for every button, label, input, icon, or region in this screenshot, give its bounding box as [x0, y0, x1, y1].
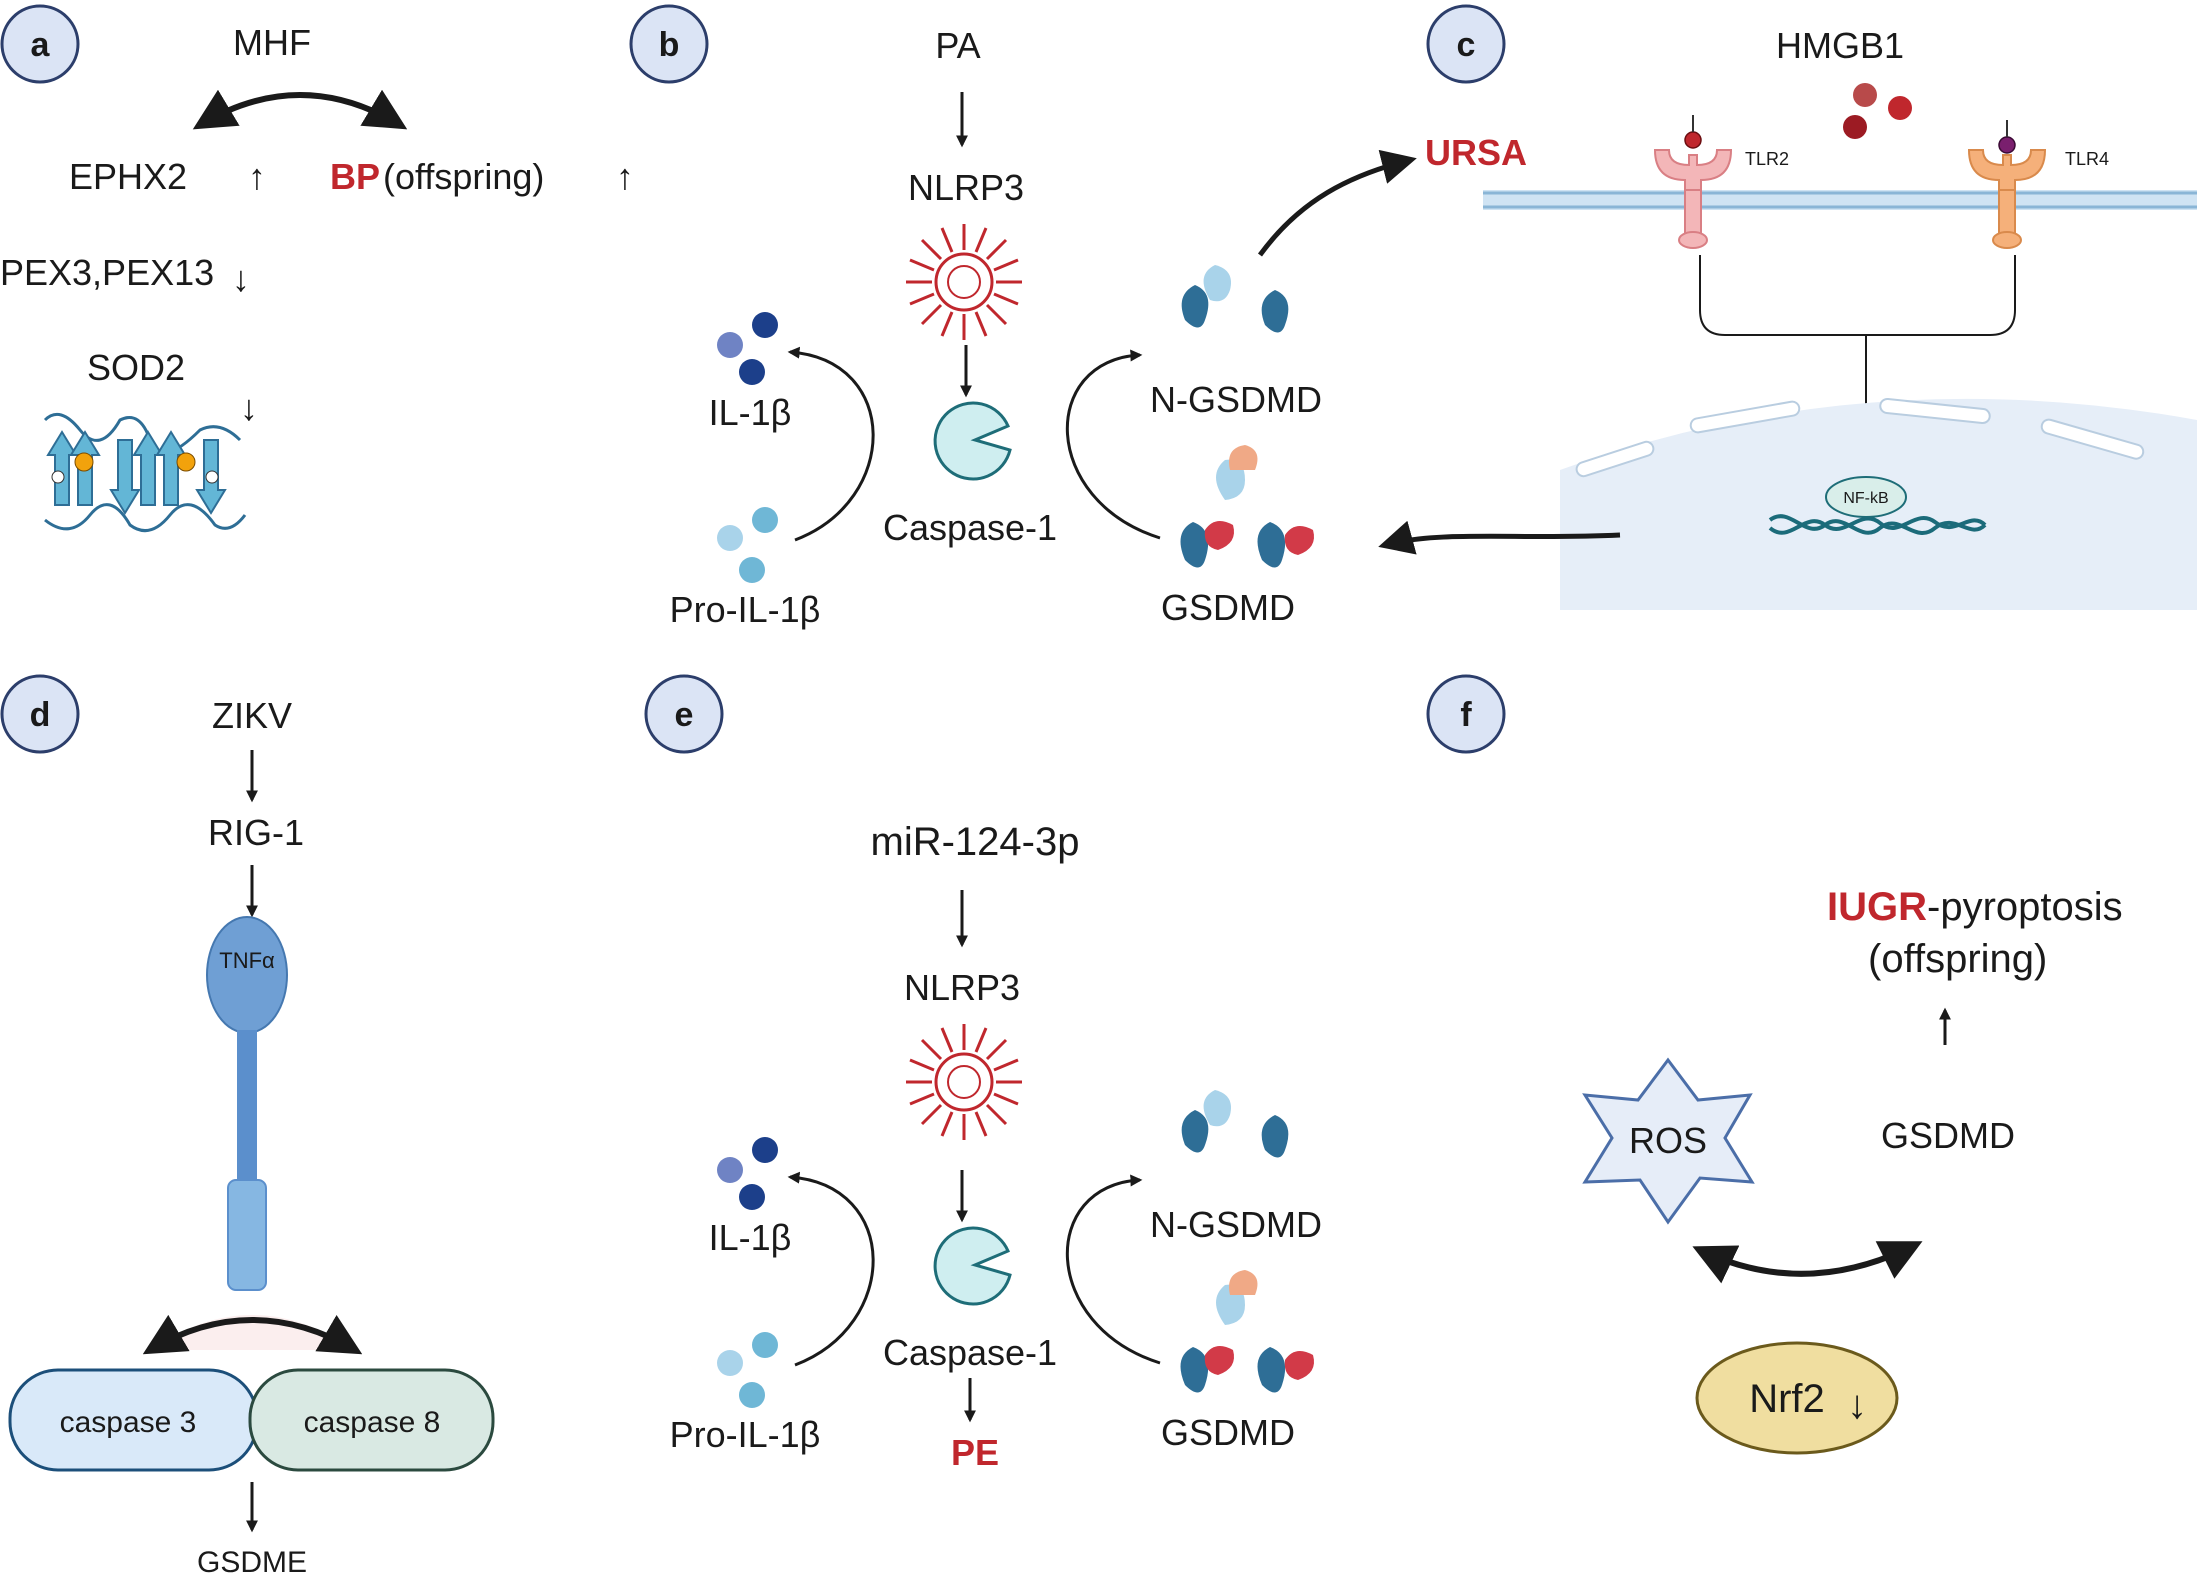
tnfa-label: TNFα — [219, 948, 275, 973]
bp-offspring-label: (offspring) — [383, 156, 544, 197]
f-gsdmd-label: GSDMD — [1881, 1115, 2015, 1156]
svg-text:a: a — [31, 26, 51, 64]
caspase1-label: Caspase-1 — [883, 507, 1057, 548]
svg-text:f: f — [1460, 696, 1472, 734]
mir-label: miR-124-3p — [871, 820, 1080, 864]
caspase3-node: caspase 3 — [8, 1368, 259, 1472]
bp-label: BP — [330, 156, 380, 197]
svg-text:e: e — [675, 696, 694, 734]
ephx2-label: EPHX2 — [69, 156, 187, 197]
panel-e: miR-124-3p NLRP3 Caspase-1 PE — [670, 820, 1322, 1473]
nlrp3-label: NLRP3 — [908, 167, 1024, 208]
e-gsdmd-label: GSDMD — [1161, 1412, 1295, 1453]
caspase3-label: caspase 3 — [60, 1406, 197, 1439]
gsdmd-icon — [1180, 445, 1314, 568]
pyroptosis-label: -pyroptosis — [1927, 885, 2123, 929]
e-gsdmd-icon — [1180, 1270, 1314, 1393]
tlr2-receptor-icon — [1653, 115, 1733, 249]
caspase-bidirectional-arrow — [142, 1314, 363, 1355]
hmgb1-molecules-icon — [1843, 83, 1912, 139]
e-caspase1-label: Caspase-1 — [883, 1332, 1057, 1373]
nfkb-to-gsdmd-arrow — [1378, 520, 1621, 555]
dna-helix-icon — [1768, 514, 1987, 535]
e-pro-il1b-to-il1b-arrow — [787, 1171, 875, 1367]
pe-label: PE — [951, 1432, 999, 1473]
tlr4-label: TLR4 — [2065, 149, 2109, 169]
ursa-label: URSA — [1425, 132, 1527, 173]
pro-il1b-to-il1b-arrow — [787, 346, 875, 542]
e-nlrp3-label: NLRP3 — [904, 967, 1020, 1008]
gsdmd-label: GSDMD — [1161, 587, 1295, 628]
tnfa-receptor-icon: TNFα — [206, 916, 288, 1291]
caspase8-node: caspase 8 — [248, 1368, 495, 1472]
ros-label: ROS — [1629, 1120, 1707, 1161]
il1b-molecule-icon — [717, 312, 778, 385]
cell-membrane — [1483, 190, 2197, 210]
nfkb-icon: NF-kB — [1825, 476, 1907, 518]
pro-il1b-label: Pro-IL-1β — [670, 589, 821, 630]
n-gsdmd-icon — [1181, 265, 1289, 333]
ros-gsdmd-bidirectional-arrow — [1692, 1241, 1923, 1284]
ephx2-up-arrow: ↑ — [248, 156, 266, 197]
e-n-gsdmd-icon — [1181, 1090, 1289, 1158]
f-offspring-label: (offspring) — [1868, 937, 2047, 981]
svg-text:c: c — [1457, 26, 1476, 64]
gsdme-label: GSDME — [197, 1546, 307, 1574]
panel-label-f: f — [1426, 674, 1506, 754]
n-gsdmd-to-ursa-arrow — [1257, 149, 1417, 257]
panel-c: HMGB1 TLR2 TLR4 — [1378, 25, 2197, 610]
mhf-label: MHF — [233, 22, 311, 63]
hmgb1-label: HMGB1 — [1776, 25, 1904, 66]
e-caspase1-icon — [933, 1226, 1012, 1306]
nrf2-label: Nrf2 — [1749, 1377, 1825, 1421]
n-gsdmd-label: N-GSDMD — [1150, 379, 1322, 420]
ros-star-icon: ROS — [1582, 1057, 1755, 1225]
panel-label-a: a — [0, 4, 80, 84]
panel-label-e: e — [644, 674, 724, 754]
panel-label-b: b — [629, 4, 709, 84]
zikv-label: ZIKV — [212, 695, 292, 736]
pex-label: PEX3,PEX13 — [0, 252, 214, 293]
iugr-pyroptosis-label: IUGR-pyroptosis — [1827, 885, 2123, 929]
panel-b: PA NLRP3 Caspase-1 — [670, 25, 1527, 630]
iugr-label: IUGR — [1827, 885, 1927, 929]
panel-f: IUGR-pyroptosis (offspring) GSDMD ROS Nr… — [1582, 885, 2123, 1455]
panel-label-d: d — [0, 674, 80, 754]
rig1-label: RIG-1 — [208, 812, 304, 853]
nfkb-label: NF-kB — [1843, 490, 1888, 507]
il1b-label: IL-1β — [709, 392, 792, 433]
tlr4-receptor-icon — [1967, 120, 2047, 249]
gsdmd-to-n-gsdmd-arrow — [1066, 349, 1161, 540]
nrf2-node: Nrf2 ↓ — [1695, 1341, 1899, 1455]
sod2-label: SOD2 — [87, 347, 185, 388]
panel-d: ZIKV RIG-1 TNFα caspase 3 caspase 8 GSDM… — [8, 695, 495, 1574]
e-il1b-molecule-icon — [717, 1137, 778, 1210]
tlr2-label: TLR2 — [1745, 149, 1789, 169]
e-gsdmd-to-n-gsdmd-arrow — [1066, 1174, 1161, 1365]
caspase8-label: caspase 8 — [304, 1406, 441, 1439]
nlrp3-inflammasome-icon — [906, 224, 1022, 340]
tlr-signal-connector — [1699, 255, 2016, 336]
pro-il1b-molecule-icon — [717, 507, 778, 583]
pa-label: PA — [935, 25, 980, 66]
e-nlrp3-inflammasome-icon — [906, 1024, 1022, 1140]
mhf-bidirectional-arrow — [192, 89, 408, 130]
e-il1b-label: IL-1β — [709, 1217, 792, 1258]
svg-text:b: b — [659, 26, 680, 64]
bp-up-arrow: ↑ — [616, 156, 634, 197]
e-pro-il1b-molecule-icon — [717, 1332, 778, 1408]
sod2-down-arrow: ↓ — [240, 387, 258, 428]
sod2-protein-icon — [43, 412, 247, 533]
svg-text:d: d — [30, 696, 51, 734]
panel-label-c: c — [1426, 4, 1506, 84]
caspase1-icon — [933, 401, 1012, 481]
e-n-gsdmd-label: N-GSDMD — [1150, 1204, 1322, 1245]
e-pro-il1b-label: Pro-IL-1β — [670, 1414, 821, 1455]
pex-down-arrow: ↓ — [232, 258, 250, 299]
panel-a: MHF EPHX2 ↑ BP (offspring) ↑ PEX3,PEX13 … — [0, 22, 634, 533]
nrf2-down-arrow: ↓ — [1847, 1383, 1867, 1427]
